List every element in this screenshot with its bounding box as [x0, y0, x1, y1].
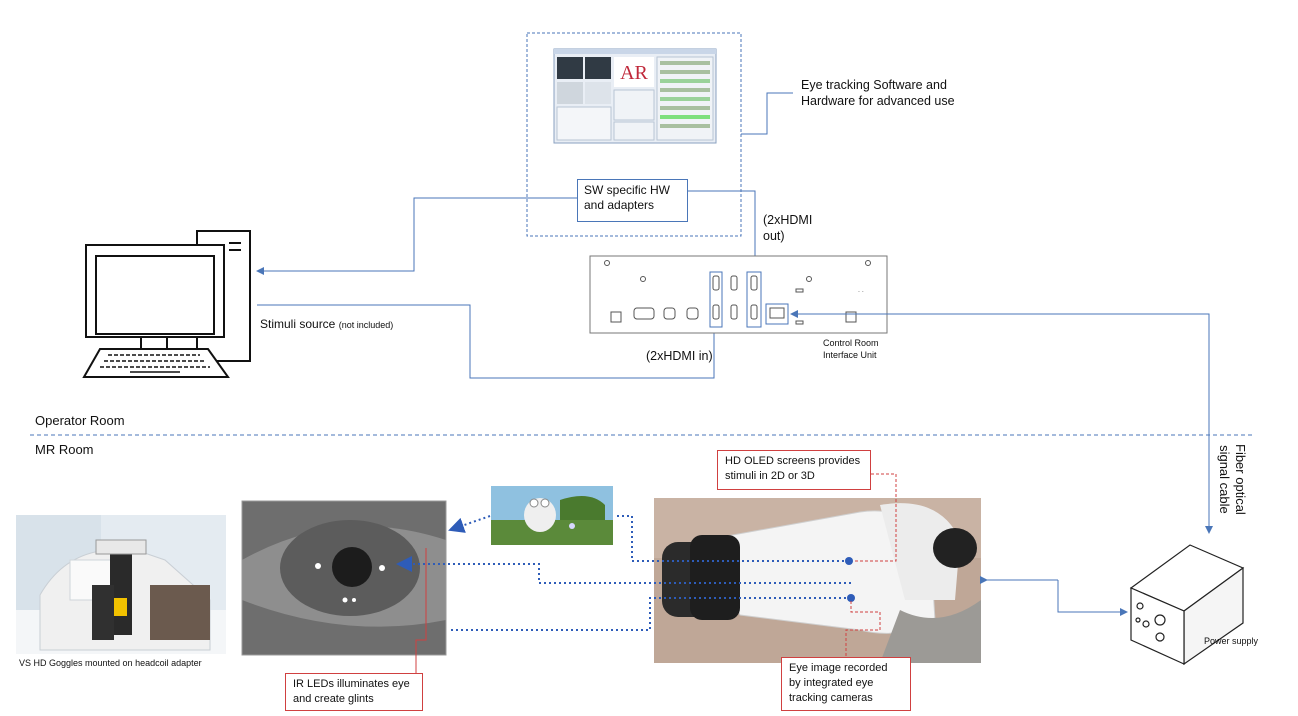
- hd-oled-line-2: stimuli in 2D or 3D: [725, 470, 815, 482]
- display-to-eye-path: [396, 556, 851, 584]
- eye-image-box: Eye image recorded by integrated eye tra…: [781, 657, 911, 711]
- operator-room-label: Operator Room: [35, 413, 125, 428]
- control-room-line-2: Interface Unit: [823, 350, 877, 360]
- stimuli-note-text: (not included): [338, 320, 394, 330]
- stimulus-thumbnail: [491, 486, 613, 545]
- hdmi-out-line-1: (2xHDMI: [763, 213, 813, 227]
- control-room-unit: . .: [589, 255, 888, 334]
- goggle-device-photo: [654, 498, 981, 663]
- power-supply-icon: [1129, 544, 1245, 666]
- ir-leds-connector: [415, 548, 427, 675]
- hdmi-out-label: (2xHDMI out): [763, 212, 812, 244]
- hd-oled-box: HD OLED screens provides stimuli in 2D o…: [717, 450, 871, 490]
- software-label-connector: [741, 92, 793, 135]
- sw-specific-line-2: and adapters: [584, 198, 655, 212]
- hdmi-in-label: (2xHDMI in): [646, 349, 713, 363]
- eye-photo: [241, 500, 447, 656]
- hd-oled-line-1: HD OLED screens provides: [725, 455, 861, 467]
- fiber-line-to-unit: [790, 310, 1210, 527]
- software-screenshot: AR: [553, 48, 717, 144]
- goggles-caption: VS HD Goggles mounted on headcoil adapte…: [19, 658, 202, 668]
- ir-leds-box: IR LEDs illuminates eye and create glint…: [285, 673, 423, 711]
- power-link-right: [1057, 580, 1128, 616]
- eye-image-line-3: tracking cameras: [789, 692, 873, 704]
- control-room-label: Control Room Interface Unit: [823, 337, 879, 361]
- ir-leds-line-2: and create glints: [293, 693, 374, 705]
- goggles-photo: [16, 515, 226, 654]
- software-hw-line-1: Eye tracking Software and: [801, 78, 947, 92]
- eye-image-connector: [845, 601, 881, 658]
- mr-room-label: MR Room: [35, 442, 94, 457]
- eye-image-line-2: by integrated eye: [789, 677, 874, 689]
- computer-to-hdmi-in-line: [257, 304, 715, 379]
- eye-to-camera-path: [450, 597, 851, 631]
- fiber-line-1: Fiber optical: [1233, 444, 1248, 515]
- computer-icon: [82, 230, 251, 378]
- power-supply-label: Power supply: [1204, 636, 1259, 646]
- sw-specific-box: SW specific HW and adapters: [577, 179, 688, 222]
- stimuli-source-label: Stimuli source (not included): [260, 317, 393, 332]
- stimuli-source-text: Stimuli source: [260, 317, 336, 331]
- software-hw-label: Eye tracking Software and Hardware for a…: [801, 77, 955, 109]
- software-hw-line-2: Hardware for advanced use: [801, 94, 955, 108]
- svg-text:AR: AR: [620, 62, 648, 84]
- ir-leds-line-1: IR LEDs illuminates eye: [293, 678, 410, 690]
- sw-to-computer-line: [256, 197, 577, 275]
- hdmi-out-line-2: out): [763, 229, 785, 243]
- sw-specific-line-1: SW specific HW: [584, 183, 671, 197]
- eye-image-line-1: Eye image recorded: [789, 662, 888, 674]
- sw-to-hdmi-out-line: [688, 190, 756, 272]
- control-room-line-1: Control Room: [823, 338, 879, 348]
- hd-oled-connector: [853, 473, 897, 562]
- fiber-cable-label: Fiber optical signal cable: [1216, 444, 1248, 515]
- svg-text:. .: . .: [858, 287, 864, 294]
- fiber-line-2: signal cable: [1217, 445, 1232, 514]
- stimulus-to-eye-path: [448, 515, 491, 533]
